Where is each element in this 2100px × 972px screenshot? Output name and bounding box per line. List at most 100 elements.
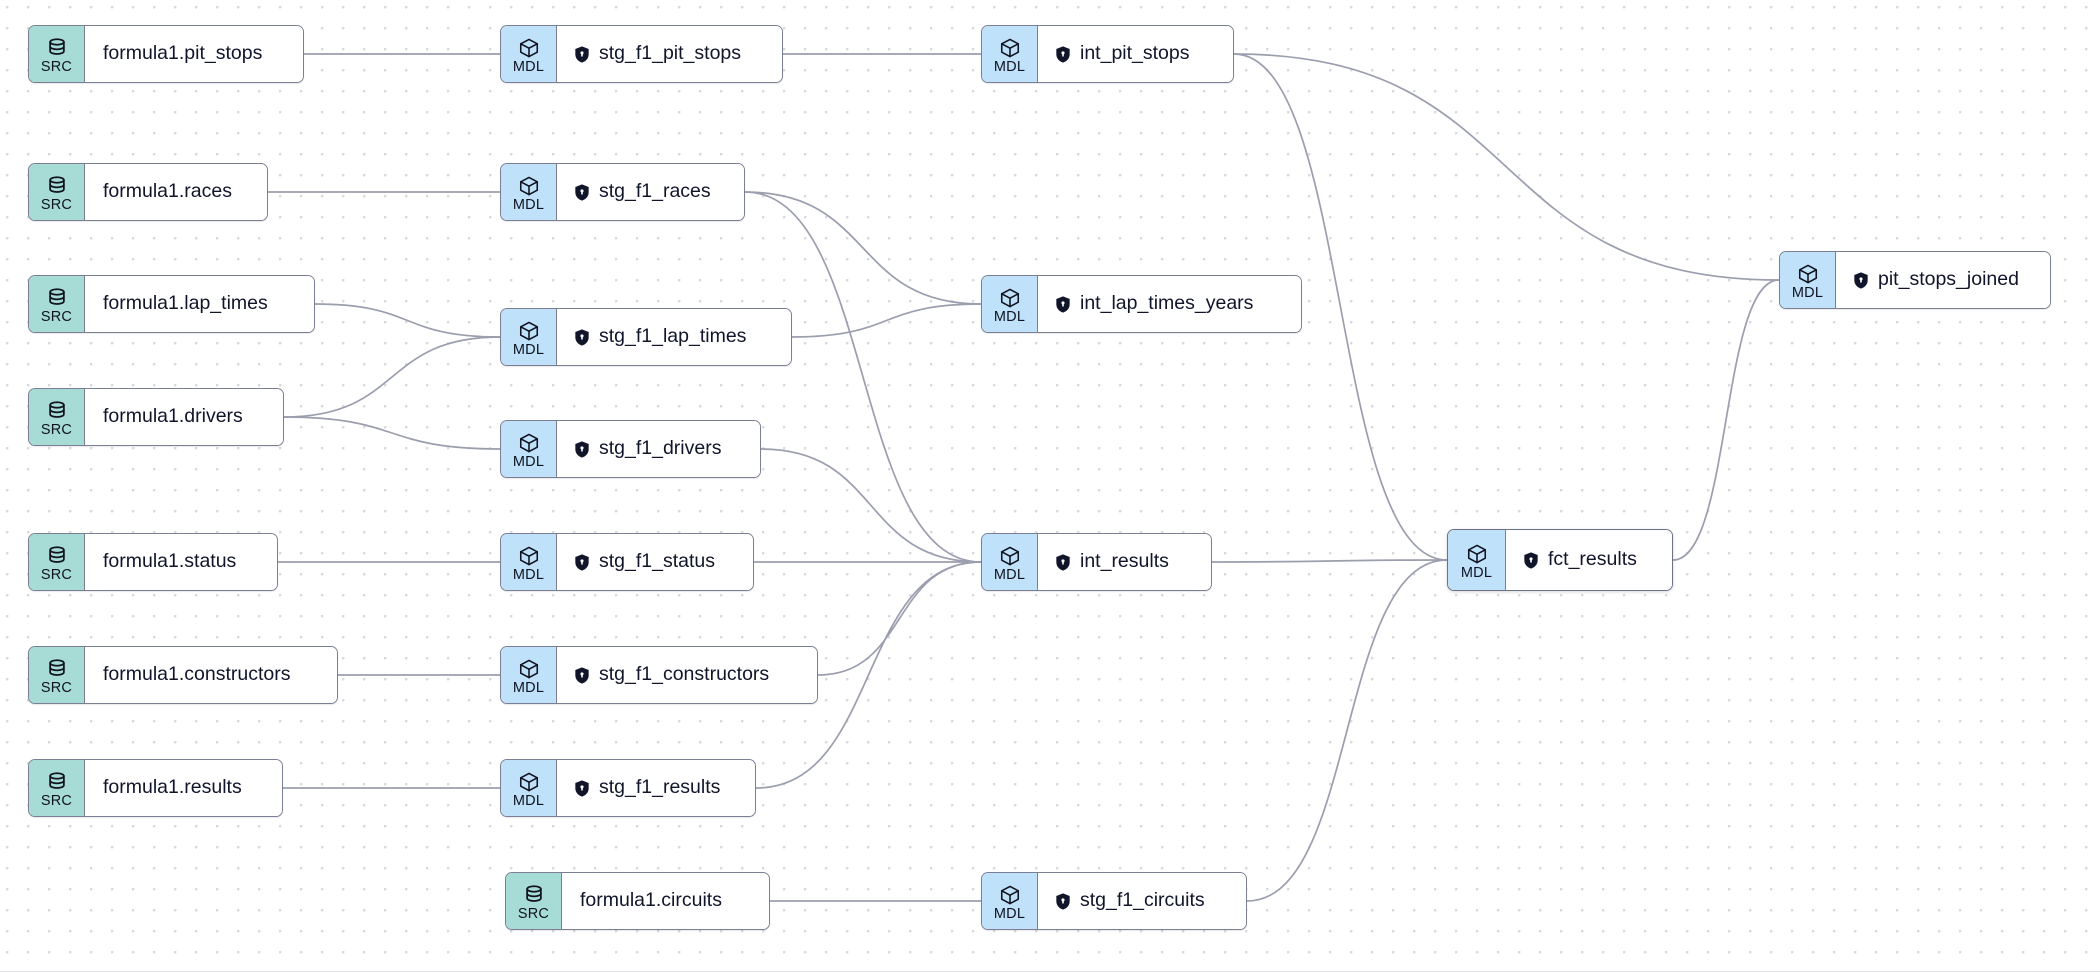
node-type-badge: MDL [501,309,557,365]
graph-node-int_results[interactable]: MDL int_results [981,533,1212,591]
graph-node-src_circuits[interactable]: SRC formula1.circuits [505,872,770,930]
database-icon [46,400,68,422]
node-body: int_pit_stops [1038,26,1233,82]
node-label: stg_f1_drivers [599,437,722,460]
node-type-badge: SRC [29,647,85,703]
graph-node-fct_results[interactable]: MDL fct_results [1447,529,1673,591]
shield-lock-icon [1853,271,1869,289]
cube-icon [518,771,540,793]
node-type-badge: MDL [982,276,1038,332]
shield-lock-icon [1055,553,1071,571]
graph-node-stg_drivers[interactable]: MDL stg_f1_drivers [500,420,761,478]
node-label: formula1.pit_stops [103,42,263,65]
node-type-badge: MDL [1780,252,1836,308]
node-body: stg_f1_pit_stops [557,26,782,82]
node-body: int_lap_times_years [1038,276,1301,332]
edge-src_lap_times-to-stg_lap_times [314,303,501,338]
edge-stg_races-to-int_lap_times_years [744,191,982,305]
node-type-badge: SRC [29,26,85,82]
graph-node-src_status[interactable]: SRC formula1.status [28,533,278,591]
shield-lock-icon [574,779,590,797]
node-type-label: SRC [40,308,73,325]
node-type-label: SRC [517,905,550,922]
graph-node-src_drivers[interactable]: SRC formula1.drivers [28,388,284,446]
edge-stg_drivers-to-int_results [760,448,982,563]
database-icon [523,884,545,906]
node-label: stg_f1_circuits [1080,889,1205,912]
node-body: formula1.races [85,164,267,220]
node-type-badge: MDL [501,760,557,816]
node-label: formula1.drivers [103,405,243,428]
node-label: formula1.constructors [103,663,291,686]
graph-node-stg_races[interactable]: MDL stg_f1_races [500,163,745,221]
node-type-label: MDL [512,196,545,213]
cube-icon [518,320,540,342]
node-type-label: MDL [512,341,545,358]
node-body: fct_results [1506,530,1672,590]
node-label: stg_f1_constructors [599,663,770,686]
node-label: stg_f1_races [599,180,711,203]
node-type-badge: MDL [982,534,1038,590]
database-icon [46,175,68,197]
node-label: formula1.lap_times [103,292,268,315]
shield-lock-icon [574,328,590,346]
graph-node-src_lap_times[interactable]: SRC formula1.lap_times [28,275,315,333]
node-type-badge: MDL [501,647,557,703]
edge-src_drivers-to-stg_lap_times [283,336,501,418]
node-type-badge: SRC [29,276,85,332]
node-label: formula1.status [103,550,237,573]
node-type-badge: MDL [1448,530,1506,590]
shield-lock-icon [1523,551,1539,569]
node-label: stg_f1_pit_stops [599,42,742,65]
node-body: stg_f1_status [557,534,753,590]
node-type-label: SRC [40,421,73,438]
node-type-label: SRC [40,566,73,583]
node-body: formula1.status [85,534,277,590]
node-type-label: MDL [993,905,1026,922]
edge-fct_results-to-pit_stops_joined [1672,279,1780,561]
node-body: stg_f1_races [557,164,744,220]
cube-icon [518,175,540,197]
shield-lock-icon [574,45,590,63]
node-type-badge: MDL [501,164,557,220]
node-type-badge: SRC [29,164,85,220]
node-type-label: MDL [1460,564,1493,581]
edge-stg_races-to-int_results [744,191,982,563]
cube-icon [999,884,1021,906]
node-type-badge: MDL [982,26,1038,82]
node-label: formula1.circuits [580,889,722,912]
cube-icon [518,432,540,454]
node-type-badge: MDL [501,534,557,590]
node-body: formula1.constructors [85,647,337,703]
node-type-badge: MDL [982,873,1038,929]
cube-icon [999,545,1021,567]
graph-node-src_pit_stops[interactable]: SRC formula1.pit_stops [28,25,304,83]
graph-node-stg_constructors[interactable]: MDL stg_f1_constructors [500,646,818,704]
node-type-label: SRC [40,792,73,809]
node-type-label: MDL [1791,284,1824,301]
edge-int_pit_stops-to-pit_stops_joined [1233,53,1780,281]
node-body: stg_f1_constructors [557,647,817,703]
cube-icon [999,37,1021,59]
shield-lock-icon [574,183,590,201]
node-body: formula1.circuits [562,873,769,929]
shield-lock-icon [1055,295,1071,313]
node-body: stg_f1_circuits [1038,873,1246,929]
shield-lock-icon [574,553,590,571]
node-type-badge: SRC [29,534,85,590]
node-type-badge: MDL [501,421,557,477]
graph-node-src_constructors[interactable]: SRC formula1.constructors [28,646,338,704]
graph-node-stg_circuits[interactable]: MDL stg_f1_circuits [981,872,1247,930]
node-type-label: SRC [40,679,73,696]
node-label: int_results [1080,550,1169,573]
